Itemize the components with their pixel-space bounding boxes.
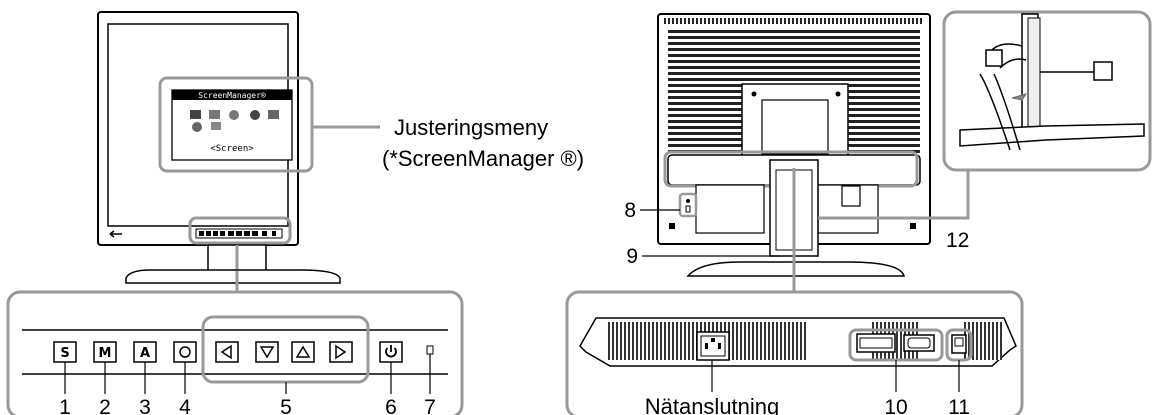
callout-12: 12 — [946, 229, 969, 252]
callout-10: 10 — [884, 396, 907, 415]
callout-8: 8 — [624, 199, 636, 222]
osd-menu-icons — [190, 110, 279, 132]
callout-5: 5 — [280, 396, 292, 415]
down-arrow-icon — [259, 346, 275, 359]
circle-icon — [179, 346, 191, 358]
callout-3: 3 — [139, 396, 151, 415]
s-icon: S — [60, 346, 69, 361]
right-arrow-button[interactable] — [329, 341, 353, 363]
osd-screen-manager: ScreenManager® <Screen> — [158, 76, 314, 173]
rear-monitor — [657, 13, 931, 292]
osd-footer: <Screen> — [210, 144, 254, 154]
callout-2: 2 — [99, 396, 111, 415]
power-led-icon — [426, 345, 434, 355]
right-arrow-icon — [335, 344, 347, 360]
left-arrow-button[interactable] — [215, 341, 239, 363]
up-arrow-button[interactable] — [291, 341, 315, 363]
front-button-strip — [195, 228, 283, 239]
cable-holder-inset — [942, 10, 1152, 172]
menu-label-line2: (*ScreenManager ®) — [382, 146, 584, 171]
callout-4: 4 — [179, 396, 191, 415]
a-icon: A — [140, 346, 150, 361]
callout-9: 9 — [626, 245, 638, 268]
callout-6: 6 — [385, 396, 397, 415]
up-arrow-icon — [295, 345, 311, 358]
m-icon: M — [99, 346, 112, 361]
callout-11: 11 — [948, 396, 970, 415]
menu-label-line1: Justeringsmeny — [394, 115, 548, 140]
power-icon — [385, 347, 397, 358]
front-button-panel: S M A 1 2 — [6, 290, 464, 415]
callout-1: 1 — [59, 396, 71, 415]
front-monitor: ScreenManager® <Screen> — [97, 11, 380, 284]
eizo-logo-icon — [109, 230, 122, 238]
left-arrow-icon — [220, 344, 232, 360]
osd-title: ScreenManager® — [198, 91, 266, 100]
callout-7: 7 — [424, 396, 436, 415]
power-connector-label: Nätanslutning — [645, 394, 780, 415]
security-lock-slot — [678, 192, 698, 218]
rear-connector-panel — [565, 290, 1024, 415]
down-arrow-button[interactable] — [255, 341, 279, 363]
enter-button[interactable] — [173, 341, 197, 363]
